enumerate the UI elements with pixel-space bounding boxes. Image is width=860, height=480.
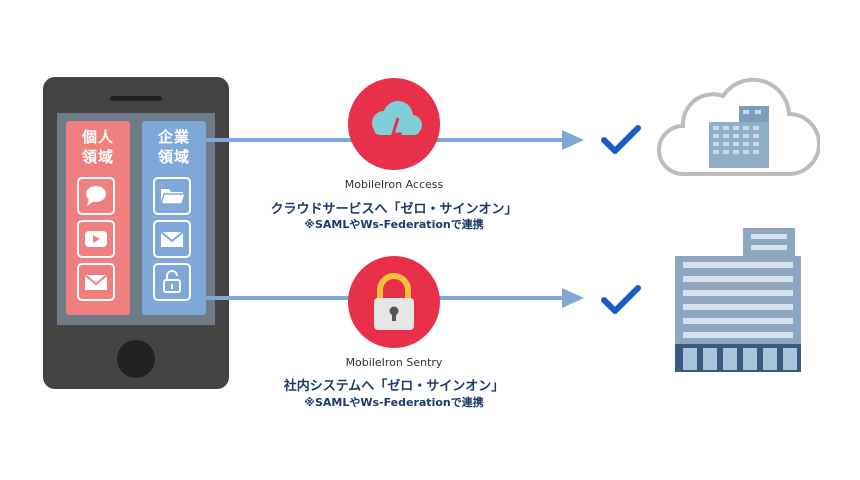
sentry-check-icon	[601, 285, 641, 314]
access-check-icon	[601, 125, 641, 154]
mobileiron-sentry-badge	[348, 256, 440, 348]
cloud-icon	[372, 101, 422, 149]
access-service-name: MobileIron Access	[344, 178, 444, 191]
phone-home-button	[117, 340, 155, 378]
sentry-arrowhead	[562, 288, 584, 308]
video-app-icon	[77, 220, 115, 258]
unlock-app-icon	[153, 263, 191, 301]
sentry-main-text: 社内システムへ「ゼロ・サインオン」	[283, 379, 505, 394]
access-arrowhead	[562, 130, 584, 150]
sentry-sub-text: ※SAMLやWs-Federationで連携	[304, 396, 484, 409]
cloud-building-icon	[657, 77, 820, 176]
access-sub-text: ※SAMLやWs-Federationで連携	[304, 218, 484, 231]
mail-app-icon-corporate	[153, 220, 191, 258]
access-main-text: クラウドサービスへ「ゼロ・サインオン」	[270, 202, 518, 217]
corporate-area-title: 企業 領域	[142, 127, 206, 167]
office-building-icon	[675, 228, 801, 372]
corporate-title-line2: 領域	[157, 148, 190, 166]
mail-app-icon	[77, 263, 115, 301]
sentry-service-name: MobileIron Sentry	[345, 356, 443, 369]
personal-title-line1: 個人	[81, 128, 114, 146]
padlock-icon	[374, 273, 414, 330]
personal-area-panel: 個人 領域	[66, 121, 130, 315]
folder-app-icon	[153, 177, 191, 215]
corporate-title-line1: 企業	[157, 128, 190, 146]
corporate-area-panel: 企業 領域	[142, 121, 206, 315]
mobileiron-access-badge	[348, 78, 440, 170]
personal-title-line2: 領域	[81, 148, 114, 166]
phone-speaker	[110, 96, 162, 101]
chat-app-icon	[77, 177, 115, 215]
personal-area-title: 個人 領域	[66, 127, 130, 167]
